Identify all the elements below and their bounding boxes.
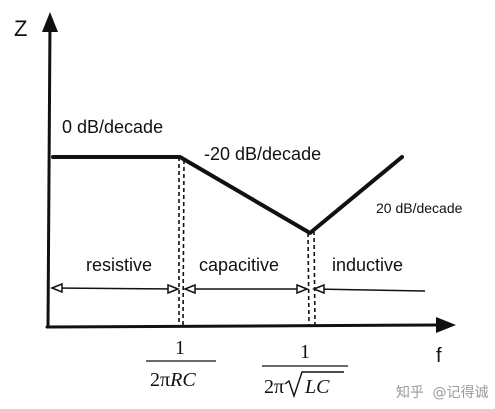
lc-breakpoint-guide-2 [313, 230, 316, 326]
lc-numerator: 1 [300, 341, 310, 363]
resistive-span [51, 287, 179, 290]
lc-breakpoint-formula: 1 2π LC [262, 341, 348, 399]
resistive-region-label: resistive [86, 255, 152, 275]
y-axis [46, 20, 52, 329]
resistive-span-right-head [167, 283, 181, 295]
lc-denominator-var: LC [304, 376, 330, 398]
y-axis-arrow [42, 12, 58, 32]
capacitive-span-right-head [296, 283, 310, 295]
flat-slope-label: 0 dB/decade [62, 117, 163, 137]
x-axis-label: f [436, 345, 442, 367]
capacitive-span-left-head [182, 283, 196, 295]
breakpoint-guides [178, 157, 316, 326]
rc-denominator-var: RC [169, 369, 196, 391]
rc-breakpoint-formula: 1 2πRC [146, 337, 216, 391]
x-axis-arrow [436, 317, 456, 333]
rc-denominator-prefix: 2π [150, 369, 170, 391]
x-axis [45, 323, 442, 329]
lc-breakpoint-guide [307, 232, 310, 326]
impedance-curve [51, 155, 404, 235]
capacitive-region-label: capacitive [199, 255, 279, 275]
inductive-span-left-head [311, 283, 325, 295]
resistive-span-left-head [49, 282, 63, 294]
axes [42, 12, 456, 333]
inductive-region-label: inductive [332, 255, 403, 275]
rc-breakpoint-guide-2 [182, 159, 185, 326]
falling-slope-label: -20 dB/decade [204, 144, 321, 164]
watermark-site: 知乎 [396, 384, 424, 401]
rc-numerator: 1 [175, 337, 185, 359]
rc-denominator: 2πRC [150, 369, 196, 391]
watermark: 知乎 @记得诚 [396, 384, 488, 401]
rising-slope-label: 20 dB/decade [376, 200, 463, 216]
y-axis-label: Z [14, 16, 27, 41]
lc-denominator-prefix: 2π [264, 376, 284, 398]
inductive-span [313, 288, 426, 292]
sqrt-sign-icon [284, 371, 344, 399]
region-arrows [49, 282, 426, 295]
watermark-handle: @记得诚 [432, 384, 488, 401]
